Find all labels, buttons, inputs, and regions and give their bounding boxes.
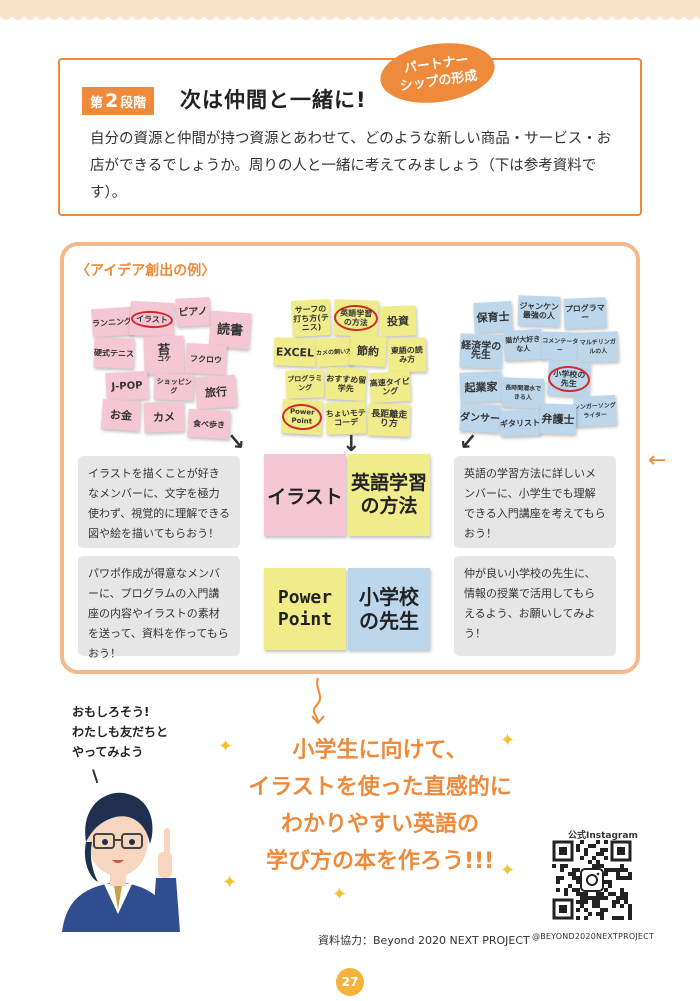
sticky-note: ショッピング (153, 373, 195, 401)
sticky-note: おすすめ留学先 (325, 366, 367, 402)
speech-line: おもしろそう! (72, 705, 150, 719)
sticky-note: シンガーソングライター (573, 394, 617, 428)
main-headline: 小学生に向けて、 イラストを使った直感的に わかりやすい英語の 学び方の本を作ろ… (232, 732, 528, 880)
sticky-note-circled: 小学校の先生 (547, 364, 591, 394)
bubble-teacher-idea: 仲が良い小学校の先生に、情報の授業で活用してもらえるよう、お願いしてみよう！ (454, 556, 616, 656)
sticky-note-circled: イラスト (130, 309, 174, 329)
sticky-note: 東語の読み方 (387, 337, 427, 373)
sticky-note: 食べ歩き (187, 408, 231, 440)
side-arrow-left-icon: ← (648, 448, 667, 473)
sticky-note: プログラミング (285, 369, 325, 399)
sticky-note: 起業家 (459, 371, 503, 403)
center-note-text: 小学校 (359, 585, 419, 609)
step-badge-number: 2 (105, 90, 119, 112)
step-badge-suffix: 段階 (120, 95, 147, 111)
sticky-note-text: コケ (157, 354, 172, 364)
sticky-note: 英語学習の方法 (333, 299, 379, 337)
sticky-note: 保育士 (473, 301, 513, 333)
step-title: 次は仲間と一緒に! (180, 88, 367, 112)
sticky-note: ジャンケン最強の人 (517, 295, 561, 327)
center-note-text: 英語学習 (350, 472, 427, 494)
sticky-note: お金 (100, 398, 142, 432)
sticky-note: プログラマー (563, 297, 607, 329)
idea-examples-box: 〈アイデア創出の例〉 ランニング イラスト ピアノ 読書 硬式テニス 苔 コケ … (60, 242, 640, 674)
sticky-note: 高速タイピング (369, 370, 411, 404)
sticky-note: コメンテーター (541, 331, 579, 361)
sticky-note: カメ (143, 401, 185, 433)
headline-line: 小学生に向けて、 (292, 738, 468, 763)
sticky-note: 長距離走り方 (367, 403, 411, 437)
sticky-board-hobbies: ランニング イラスト ピアノ 読書 硬式テニス 苔 コケ フクロウ J-POP … (91, 294, 252, 440)
sticky-note: ギタリスト (499, 409, 541, 437)
step-2-box: 第 2 段階 次は仲間と一緒に! パートナー シップの形成 自分の資源と仲間が持… (58, 36, 642, 216)
center-note-teacher: 小学校 の先生 (348, 568, 430, 650)
sparkle-icon: ✦ (500, 730, 516, 751)
sticky-note: EXCEL (273, 337, 317, 367)
sticky-note: 経済学の先生 (459, 333, 503, 369)
sticky-board-people: 保育士 ジャンケン最強の人 プログラマー 経済学の先生 猫が大好きな人 コメンテ… (456, 290, 619, 437)
idea-title: 〈アイデア創出の例〉 (76, 263, 216, 279)
headline-line: わかりやすい英語の (280, 812, 479, 837)
center-note-text: の先生 (359, 609, 419, 633)
qr-label: 公式Instagram (568, 831, 638, 841)
bubble-english-idea: 英語の学習方法に詳しいメンバーに、小学生でも理解できる入門講座を考えてもらおう！ (454, 456, 616, 548)
sparkle-icon: ✦ (500, 860, 516, 881)
sticky-note: 旅行 (194, 374, 238, 410)
speech-line: やってみよう (72, 745, 144, 759)
center-note-text: Power (277, 587, 333, 608)
sticky-note: 小学校の先生 (547, 360, 591, 398)
step-body-text: 自分の資源と仲間が持つ資源とあわせて、どのような新しい商品・サービス・お店ができ… (90, 131, 612, 201)
sticky-note: 投資 (379, 305, 417, 337)
speech-tail (92, 766, 106, 784)
character-illustration (62, 792, 180, 932)
sparkle-icon: ✦ (218, 736, 234, 757)
center-note-powerpoint: Power Point (264, 568, 346, 650)
curved-arrow-icon (311, 677, 325, 725)
sticky-note: 硬式テニス (93, 337, 135, 369)
sticky-note: J-POP (105, 370, 149, 402)
page-number: 27 (336, 968, 364, 996)
bubble-powerpoint-idea: パワポ作成が得意なメンバーに、プログラムの入門講座の内容やイラストの素材を送って… (78, 556, 240, 660)
center-note-text: の方法 (360, 495, 418, 517)
sticky-board-skills: サーフの打ち方(テニス) 英語学習の方法 投資 EXCEL カメの飼い方 節約 … (270, 290, 430, 437)
sticky-note-circled: 英語学習の方法 (333, 304, 379, 332)
center-note-text: Point (277, 609, 333, 630)
character-speech: おもしろそう! わたしも友だちと やってみよう (72, 702, 168, 762)
sticky-note: ランニング (91, 306, 133, 338)
sticky-note-circled: Power Point (281, 402, 323, 432)
decorative-top-strip (0, 0, 700, 22)
speech-line: わたしも友だちと (72, 725, 169, 739)
sticky-note: 猫が大好きな人 (503, 329, 543, 361)
sticky-note: 節約 (349, 335, 387, 367)
qr-code[interactable] (552, 840, 632, 920)
step-badge-prefix: 第 (90, 95, 104, 111)
sticky-note: イラスト (129, 300, 175, 338)
center-note-english: 英語学習 の方法 (348, 454, 430, 536)
instagram-handle: @BEYOND2020NEXTPROJECT (532, 932, 655, 941)
sticky-note: 弁護士 (539, 403, 577, 435)
sticky-note: カメの飼い方 (315, 337, 353, 367)
sparkle-icon: ✦ (222, 872, 238, 893)
sticky-note: 苔 コケ (143, 335, 185, 375)
sticky-note: ピアノ (175, 297, 211, 327)
sticky-note: サーフの打ち方(テニス) (291, 299, 331, 337)
partnership-badge: パートナー シップの形成 (376, 36, 499, 110)
sticky-note: Power Point (281, 398, 323, 436)
step-badge: 第 2 段階 (82, 87, 155, 115)
sticky-note-text: 苔 (157, 342, 171, 359)
sticky-note: ちょいモテコーデ (325, 401, 367, 435)
sparkle-icon: ✦ (332, 884, 348, 905)
sticky-note: 長時間潜水できる人 (501, 377, 545, 409)
credit-text: 資料協力：Beyond 2020 NEXT PROJECT (318, 934, 530, 947)
sticky-note: フクロウ (185, 342, 227, 376)
arrow-down-icon: ↓ (342, 432, 361, 457)
center-note-illustration: イラスト (264, 454, 346, 536)
bubble-illustration-idea: イラストを描くことが好きなメンバーに、文字を極力使わず、視覚的に理解できる図や絵… (78, 456, 240, 548)
headline-line: イラストを使った直感的に (248, 775, 512, 800)
sticky-note: マルチリンガルの人 (577, 331, 619, 363)
headline-line: 学び方の本を作ろう!!! (265, 849, 495, 874)
